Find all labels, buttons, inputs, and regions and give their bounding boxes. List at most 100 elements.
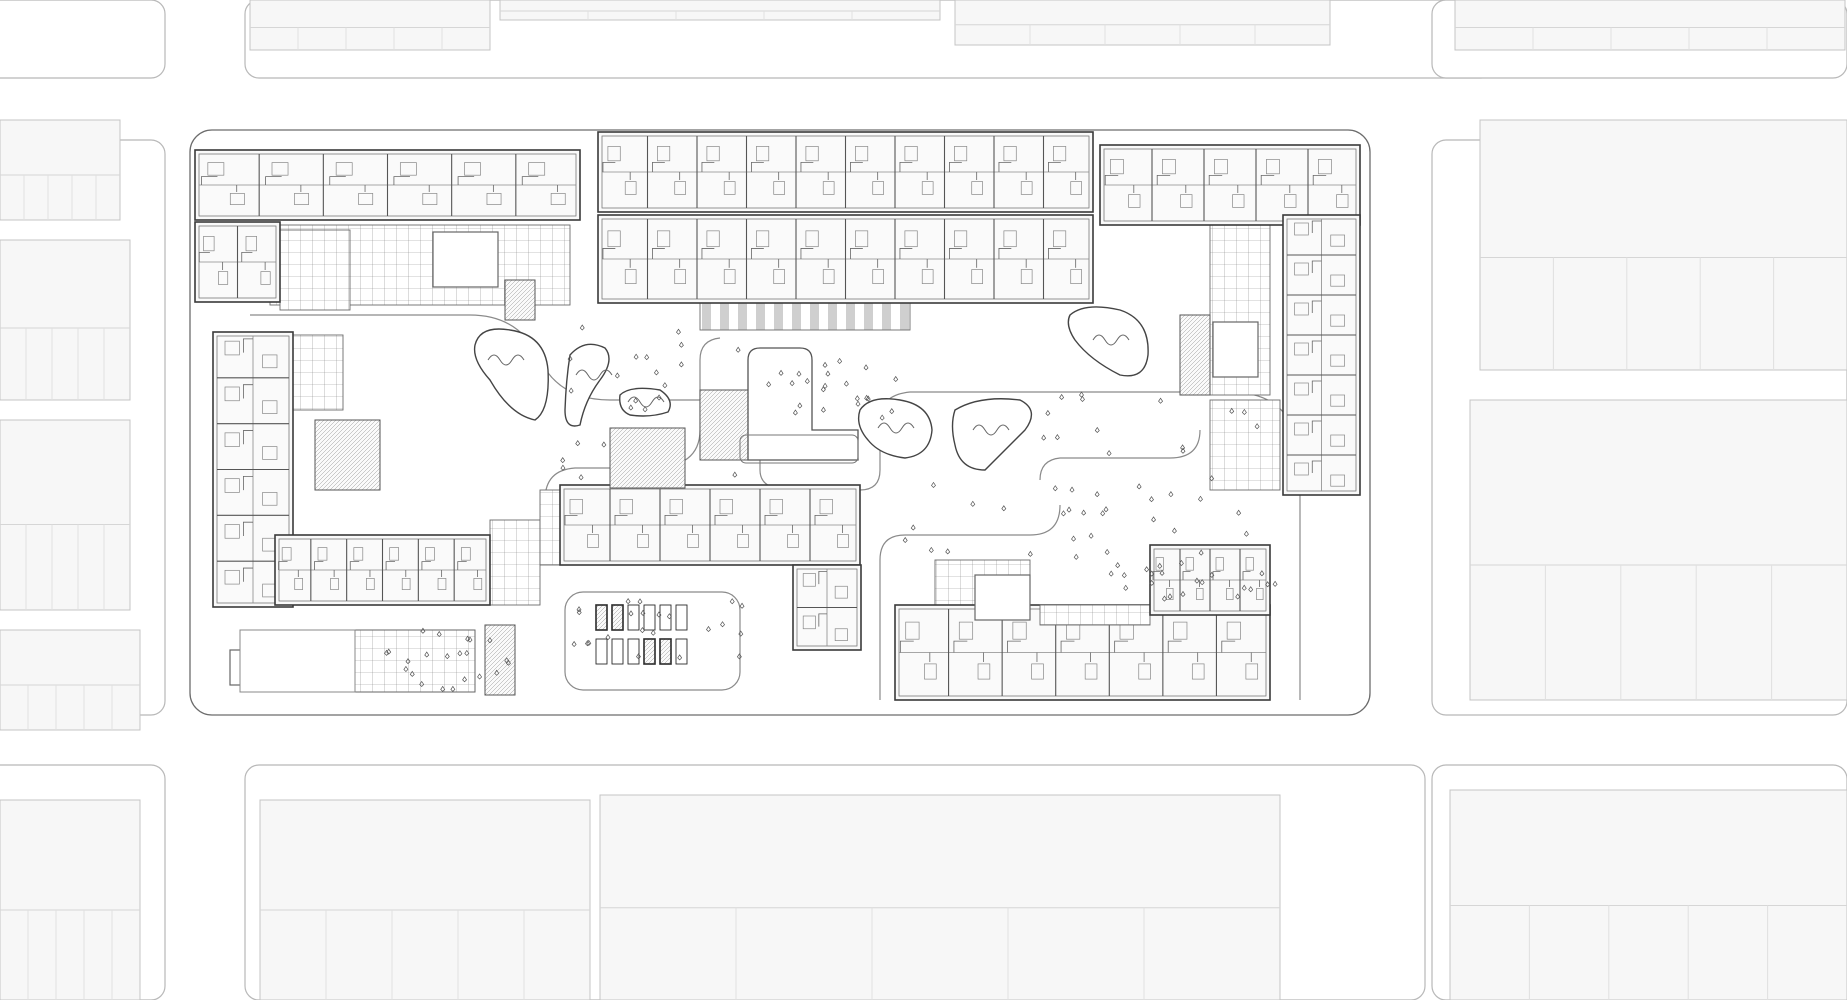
tree-mark-1-8 <box>893 375 899 382</box>
tree-mark-6-5 <box>1123 584 1129 591</box>
building-north-center-furniture-b-2 <box>723 181 736 195</box>
tree-mark-1-13 <box>863 364 869 371</box>
tree-mark-0-11 <box>732 471 738 478</box>
building-south-east-furniture-b-0 <box>924 663 937 680</box>
building-north-west-furniture-a-1 <box>271 162 289 176</box>
tree-mark-5-10 <box>584 640 590 647</box>
building-center-south-tail-wall-1 <box>818 613 827 627</box>
tree-mark-1-21 <box>855 400 861 407</box>
building-north-center-lower-wall-8 <box>998 248 1012 259</box>
building-north-center-wall-9 <box>1048 162 1061 172</box>
context-building-13 <box>0 799 141 1000</box>
building-east-wing-furniture-b-4 <box>1330 394 1345 407</box>
building-north-center-lower-furniture-a-6 <box>904 230 918 248</box>
building-south-west-furniture-a-3 <box>389 547 399 561</box>
tree-mark-5-21 <box>677 654 683 661</box>
building-north-center-lower-furniture-a-3 <box>756 230 770 248</box>
building-north-center-lower-furniture-a-0 <box>607 230 621 248</box>
building-west-wing-furniture-b-2 <box>262 446 278 460</box>
building-center-south-furniture-a-0 <box>569 499 583 515</box>
building-east-wing-wall-6 <box>1311 460 1322 473</box>
building-north-east-furniture-b-3 <box>1284 194 1297 208</box>
building-west-wing <box>212 331 344 608</box>
tree-mark-1-0 <box>792 409 798 416</box>
building-north-center-furniture-b-1 <box>674 181 686 195</box>
building-north-west-return-furniture-b-0 <box>218 271 229 285</box>
building-south-east-small-wall-1 <box>1182 571 1191 580</box>
tree-mark-3-7 <box>1001 505 1007 512</box>
tree-mark-1-16 <box>889 407 895 415</box>
tree-mark-1-10 <box>820 406 826 413</box>
tree-mark-2-9 <box>1209 475 1215 482</box>
building-north-center-furniture-a-3 <box>756 146 770 162</box>
building-center-south-furniture-b-3 <box>737 534 749 548</box>
tree-mark-6-3 <box>1241 584 1247 591</box>
building-east-wing-wall-4 <box>1311 380 1322 393</box>
tree-mark-4-6 <box>444 653 450 660</box>
parking-space-1 <box>611 604 624 631</box>
tree-mark-5-18 <box>720 621 725 628</box>
building-north-east-wall-1 <box>1156 175 1171 185</box>
tree-mark-1-18 <box>837 357 843 364</box>
building-north-east-furniture-a-0 <box>1110 159 1124 175</box>
building-north-center-lower-wall-3 <box>751 248 764 259</box>
tree-mark-1-5 <box>822 361 828 368</box>
building-east-wing-facade <box>1209 399 1281 491</box>
building-west-wing-furniture-b-0 <box>262 354 278 369</box>
stair-structure-0 <box>314 419 381 491</box>
building-east-wing-furniture-a-3 <box>1294 342 1309 356</box>
landscape-features <box>384 306 1278 692</box>
building-south-east-small-furniture-b-0 <box>1166 588 1174 600</box>
tree-mark-3-8 <box>928 546 934 553</box>
tree-mark-3-17 <box>1243 530 1249 537</box>
tree-mark-6-17 <box>1178 559 1184 566</box>
tree-mark-0-21 <box>560 464 566 471</box>
building-west-wing-wall-3 <box>243 475 253 491</box>
stair-structure-5 <box>484 624 516 696</box>
tree-mark-4-18 <box>419 680 425 687</box>
building-north-east-wall-4 <box>1312 175 1327 185</box>
building-north-center-lower-wall-0 <box>602 248 616 259</box>
tree-mark-3-20 <box>1088 532 1094 539</box>
building-north-center-lower-furniture-b-1 <box>674 269 686 284</box>
tree-mark-6-20 <box>1108 570 1114 577</box>
tree-mark-4-11 <box>467 636 473 643</box>
building-center-south-furniture-a-5 <box>819 499 833 515</box>
building-south-east-small-furniture-a-0 <box>1155 557 1164 571</box>
building-north-west-furniture-a-5 <box>528 162 546 176</box>
building-center-south-tail-furniture-a-1 <box>802 615 816 630</box>
building-north-center-furniture-a-2 <box>706 146 720 162</box>
building-center-south-wall-3 <box>714 515 728 525</box>
building-north-center-furniture-b-9 <box>1070 181 1082 195</box>
building-north-west-return-facade <box>279 229 351 311</box>
parking-space-6 <box>595 638 608 665</box>
building-north-center-furniture-a-7 <box>954 146 968 162</box>
building-north-west-return-furniture-a-0 <box>203 236 215 252</box>
building-south-west-wall-3 <box>385 561 396 570</box>
building-north-center-lower-furniture-a-5 <box>855 230 869 248</box>
tree-mark-2-10 <box>1198 495 1203 502</box>
building-north-center-lower-furniture-b-6 <box>921 269 934 284</box>
tree-mark-5-4 <box>625 598 631 605</box>
building-north-center-furniture-a-9 <box>1053 146 1067 162</box>
tree-mark-6-12 <box>1209 571 1215 578</box>
tree-mark-2-19 <box>1094 426 1100 434</box>
tree-mark-4-7 <box>494 669 500 676</box>
building-north-center-lower-furniture-b-9 <box>1070 269 1082 284</box>
tree-mark-0-12 <box>568 387 574 394</box>
building-north-center-lower-wall-7 <box>949 248 962 259</box>
courtyard-path-west <box>544 337 721 501</box>
building-north-center-lower-furniture-b-2 <box>723 269 736 284</box>
tree-mark-6-11 <box>1194 577 1200 584</box>
tree-mark-1-15 <box>879 414 885 421</box>
building-north-center-wall-5 <box>850 162 863 172</box>
building-north-west-furniture-b-3 <box>422 193 438 205</box>
building-center-south-furniture-b-2 <box>687 534 699 548</box>
tree-mark-2-1 <box>1041 434 1047 441</box>
building-center-south-wall-2 <box>664 515 678 525</box>
tree-mark-3-3 <box>902 536 908 543</box>
tree-mark-2-17 <box>1106 449 1112 457</box>
tree-mark-5-14 <box>706 625 711 633</box>
